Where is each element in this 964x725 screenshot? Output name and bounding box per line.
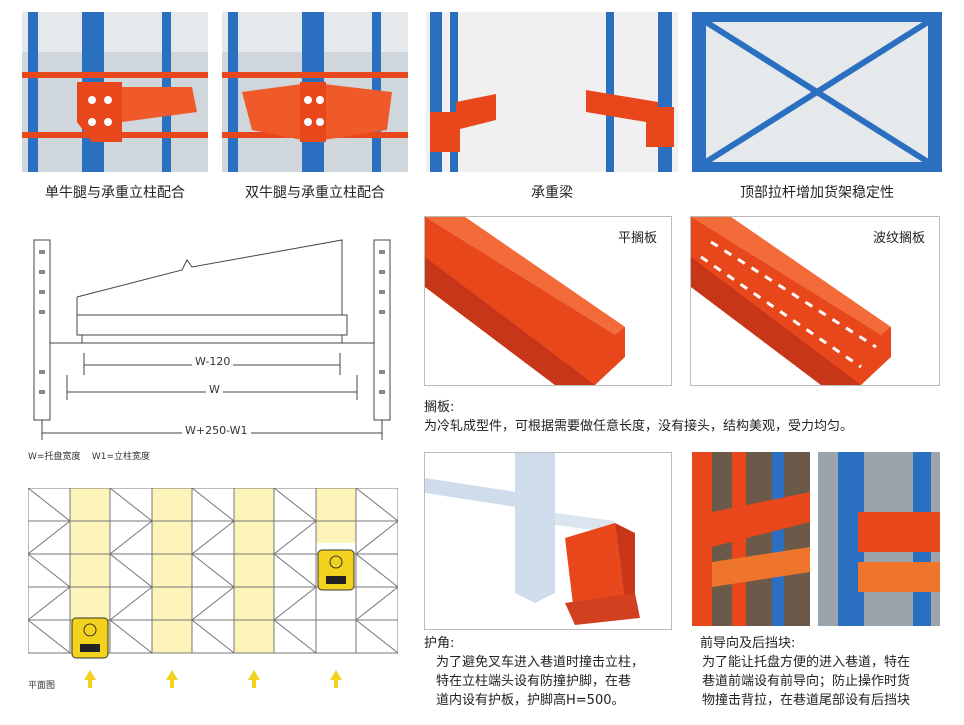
flat-shelf-label: 平搁板 xyxy=(617,231,657,246)
corner-line-3: 道内设有护板，护脚高H=500。 xyxy=(436,693,625,708)
caption-top-brace: 顶部拉杆增加货架稳定性 xyxy=(740,185,894,201)
guides-line-2: 巷道前端设有前导向；防止操作时货 xyxy=(702,674,911,689)
guides-text: 前导向及后挡块: 为了能让托盘方便的进入巷道，特在 巷道前端设有前导向；防止操作… xyxy=(700,634,962,710)
photo-top-brace xyxy=(692,12,942,172)
shelf-desc-text: 为冷轧成型件，可根据需要做任意长度，没有接头，结构美观，受力均匀。 xyxy=(424,419,854,434)
corrugated-shelf-label: 波纹搁板 xyxy=(872,231,925,246)
photo-beam xyxy=(426,12,678,172)
guides-line-3: 物撞击背拉，在巷道尾部设有后挡块 xyxy=(702,693,911,708)
shelf-desc-title: 搁板: xyxy=(424,400,455,415)
photo-single-leg xyxy=(22,12,208,172)
caption-beam: 承重梁 xyxy=(531,185,573,201)
flat-shelf-image: 平搁板 xyxy=(424,216,672,386)
dim-w-minus-120: W-120 xyxy=(192,355,234,368)
corner-guard-text: 护角: 为了避免叉车进入巷道时撞击立柱， 特在立柱端头设有防撞护脚，在巷 道内设… xyxy=(424,634,684,710)
plan-view: 平面图 xyxy=(28,488,398,693)
guides-title: 前导向及后挡块: xyxy=(700,636,796,651)
shelf-description: 搁板: 为冷轧成型件，可根据需要做任意长度，没有接头，结构美观，受力均匀。 xyxy=(424,398,944,436)
corrugated-shelf-image: 波纹搁板 xyxy=(690,216,940,386)
caption-double-leg: 双牛腿与承重立柱配合 xyxy=(245,185,385,201)
photo-double-leg xyxy=(222,12,408,172)
rear-stop-photo xyxy=(818,452,940,626)
corner-guard-image xyxy=(424,452,672,630)
corner-line-1: 为了避免叉车进入巷道时撞击立柱， xyxy=(436,655,645,670)
front-guide-photo xyxy=(692,452,810,626)
corner-title: 护角: xyxy=(424,636,455,651)
beam-dimension-drawing: W-120 W W+250-W1 W=托盘宽度 W1=立柱宽度 xyxy=(22,225,402,465)
caption-single-leg: 单牛腿与承重立柱配合 xyxy=(45,185,185,201)
corner-line-2: 特在立柱端头设有防撞护脚，在巷 xyxy=(436,674,632,689)
guides-line-1: 为了能让托盘方便的进入巷道，特在 xyxy=(702,655,911,670)
drawing-legend: W=托盘宽度 W1=立柱宽度 xyxy=(28,452,151,462)
plan-label: 平面图 xyxy=(28,681,56,691)
dim-total: W+250-W1 xyxy=(182,424,251,437)
dim-w: W xyxy=(206,383,223,396)
